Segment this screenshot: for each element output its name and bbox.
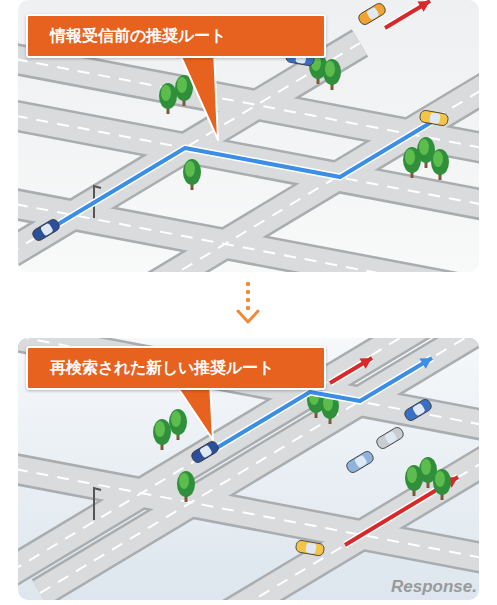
car [375, 426, 405, 451]
route-casing [385, 1, 430, 28]
car [345, 450, 375, 475]
bottom-scene [18, 338, 479, 600]
tree [169, 409, 187, 440]
car [31, 218, 61, 243]
lane-mark [25, 353, 479, 600]
callout-text: 再検索された新しい推奨ルート [50, 358, 274, 377]
tree [323, 59, 341, 90]
road [18, 371, 479, 569]
lane-mark [18, 106, 479, 272]
car [295, 540, 325, 557]
tree [431, 149, 449, 180]
tree [159, 83, 177, 114]
lane-mark [18, 371, 479, 569]
route-casing [40, 117, 440, 235]
road [18, 106, 479, 272]
street-light [94, 488, 101, 520]
route-line [385, 1, 430, 28]
route-line [330, 358, 372, 383]
lane-mark [40, 338, 479, 593]
car [357, 2, 387, 27]
watermark: Response. [391, 577, 477, 597]
car [419, 110, 449, 127]
callout-text: 情報受信前の推奨ルート [50, 26, 226, 45]
tree [183, 159, 201, 190]
callout-box: 再検索された新しい推奨ルート [26, 346, 326, 390]
road [18, 338, 479, 491]
tree [433, 469, 451, 500]
route-arrowhead [359, 358, 372, 369]
route-casing [330, 358, 372, 383]
lane-mark [20, 0, 479, 272]
route-arrowhead [417, 1, 430, 12]
down-arrow [238, 282, 258, 322]
tree [153, 419, 171, 450]
route-line [40, 117, 440, 235]
car [190, 440, 220, 465]
route-arrowhead [419, 358, 432, 369]
top-scene [18, 0, 479, 272]
lane-mark [18, 338, 479, 491]
callout-box: 情報受信前の推奨ルート [26, 14, 326, 58]
car [403, 398, 433, 423]
tree [177, 471, 195, 502]
